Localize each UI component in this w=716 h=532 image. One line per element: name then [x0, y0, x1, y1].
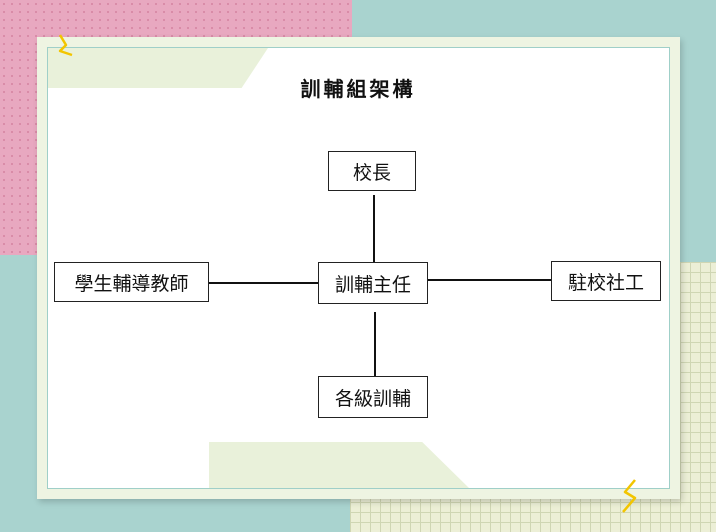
- diagram-title: 訓輔組架構: [300, 77, 416, 101]
- node-level-counseling: 各級訓輔: [318, 376, 428, 418]
- node-social-worker: 駐校社工: [551, 261, 661, 301]
- connector-teachers-director: [209, 282, 318, 284]
- node-teachers: 學生輔導教師: [54, 262, 209, 302]
- connector-director-level: [374, 312, 376, 376]
- connector-principal-director: [373, 195, 375, 262]
- squiggle-icon: [58, 34, 73, 57]
- corner-decoration-top-left: [48, 48, 268, 88]
- node-director: 訓輔主任: [318, 262, 428, 304]
- connector-director-social-worker: [428, 279, 551, 281]
- node-principal: 校長: [328, 151, 416, 191]
- squiggle-icon: [622, 479, 637, 513]
- corner-decoration-bottom-right: [209, 442, 469, 488]
